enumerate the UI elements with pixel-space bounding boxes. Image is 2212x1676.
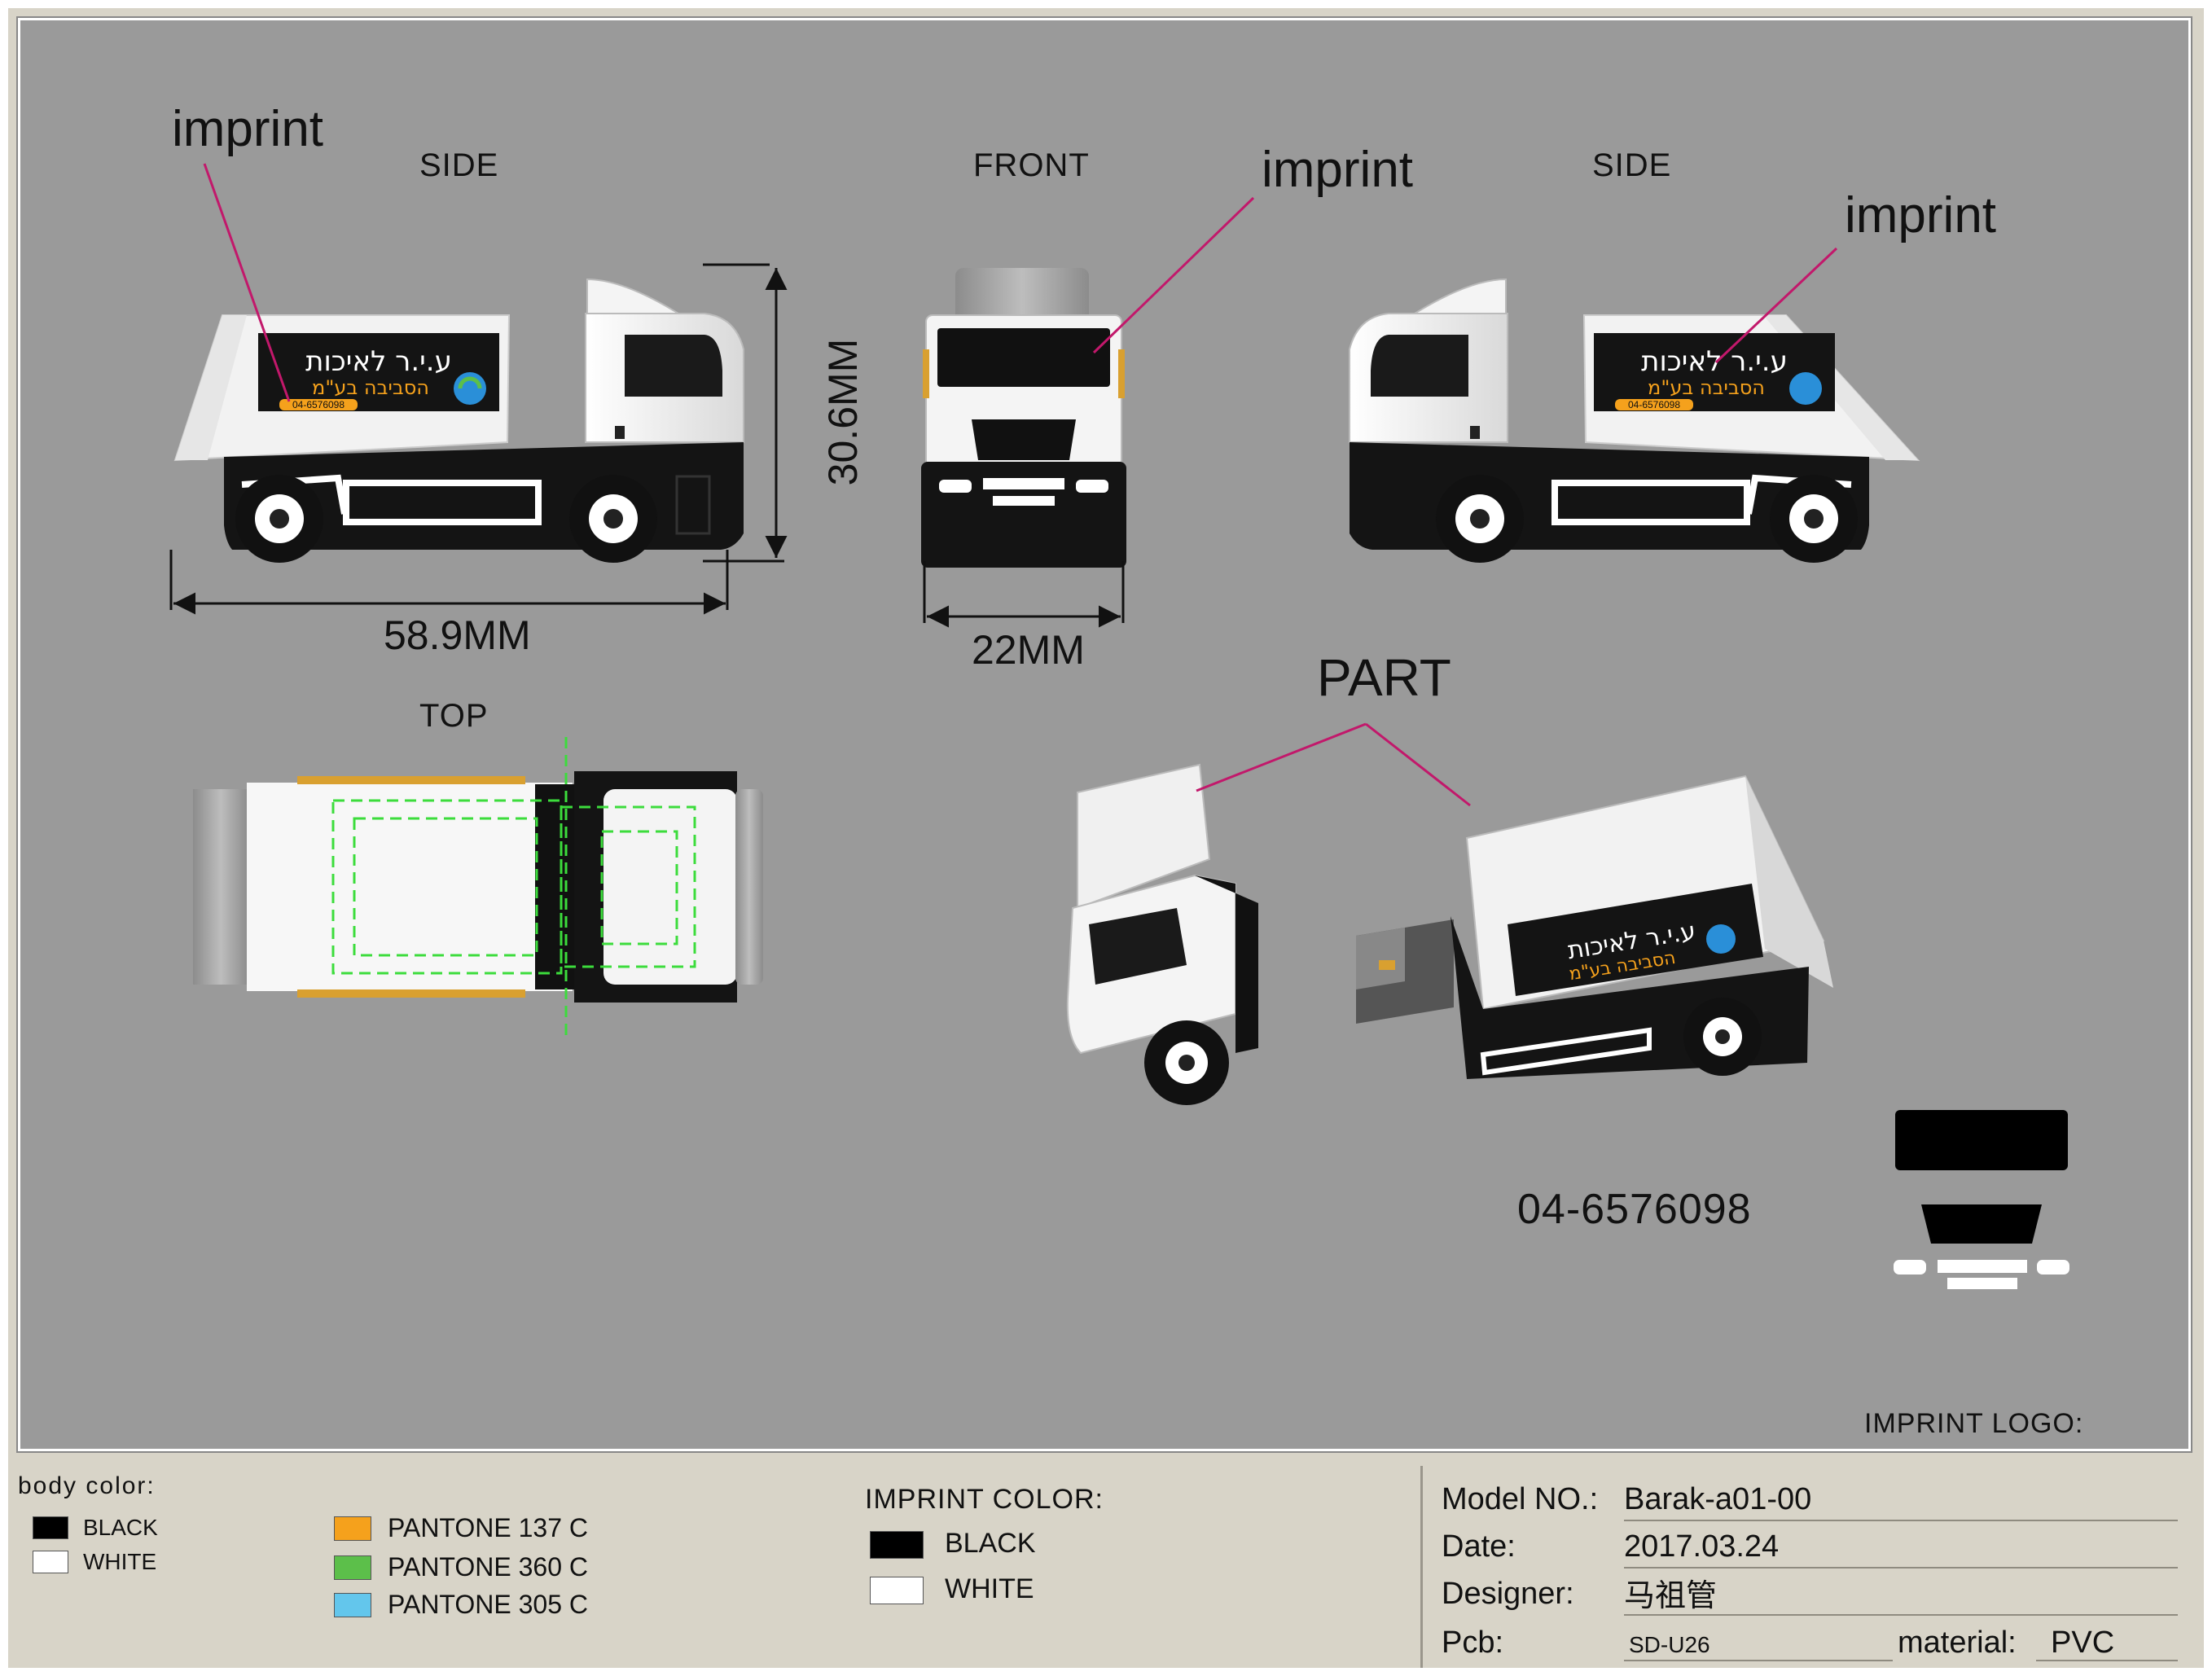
- part-label: PART: [1317, 648, 1451, 707]
- cab-window: [625, 335, 722, 397]
- side-view-right: ע.י.ר לאיכות הסביבה בע"מ 04-6576098: [1349, 247, 1920, 563]
- title-block: body color: BLACK WHITE PANTONE 137 C PA…: [8, 1466, 2204, 1668]
- pcb-label: Pcb:: [1442, 1626, 1504, 1660]
- imprint-label-2: imprint: [1262, 142, 1414, 198]
- imprint-swatch-white: [870, 1577, 924, 1604]
- body-color-black: BLACK: [83, 1515, 158, 1540]
- recycle-globe-icon: [1706, 924, 1736, 954]
- swatch-black: [33, 1516, 68, 1539]
- height-dimension: 30.6MM: [820, 338, 866, 486]
- date-value: 2017.03.24: [1624, 1529, 1780, 1564]
- top-view-title: TOP: [419, 698, 489, 734]
- imprint-logo-graphic: [1894, 1110, 2069, 1289]
- imprint-color-black: BLACK: [945, 1528, 1036, 1559]
- side-stripe: [343, 480, 542, 525]
- model-value: Barak-a01-00: [1624, 1482, 1812, 1516]
- front-view: [921, 196, 1255, 628]
- width-dimension: 22MM: [972, 627, 1085, 673]
- designer-label: Designer:: [1442, 1577, 1574, 1611]
- body-color-white: WHITE: [83, 1549, 157, 1574]
- imprint-label-3: imprint: [1845, 187, 1997, 244]
- part-spoiler: [1077, 763, 1211, 910]
- side-view-title-right: SIDE: [1592, 147, 1672, 183]
- panel-hebrew-2-right: הסביבה בע"מ: [1648, 376, 1765, 399]
- designer-value: 马祖管: [1624, 1577, 1718, 1613]
- swatch-white: [33, 1551, 68, 1573]
- swatch-pantone-305: [334, 1593, 371, 1617]
- recycle-globe-icon: [1789, 372, 1822, 405]
- imprint-swatch-black: [870, 1531, 924, 1559]
- panel-hebrew-1-right: ע.י.ר לאיכות: [1641, 345, 1788, 378]
- imprint-leader-3: [1714, 247, 1838, 364]
- imprint-leader-1: [203, 163, 291, 402]
- side-view-title-left: SIDE: [419, 147, 499, 183]
- imprint-logo-title: IMPRINT LOGO:: [1864, 1408, 2084, 1439]
- material-value: PVC: [2051, 1626, 2115, 1660]
- imprint-color-white: WHITE: [945, 1573, 1034, 1604]
- panel-phone-right: 04-6576098: [1628, 399, 1680, 410]
- imprint-leader-2: [1092, 196, 1255, 354]
- material-label: material:: [1898, 1626, 2017, 1660]
- imprint-color-title: IMPRINT COLOR:: [865, 1484, 1104, 1515]
- panel-hebrew-1: ע.י.ר לאיכות: [305, 345, 452, 378]
- grille: [972, 419, 1076, 460]
- front-roof: [955, 268, 1089, 327]
- swatch-pantone-137: [334, 1516, 371, 1541]
- pcb-value: SD-U26: [1629, 1632, 1710, 1657]
- swatch-pantone-360: [334, 1555, 371, 1580]
- pantone-305: PANTONE 305 C: [388, 1590, 589, 1619]
- cab-spoiler: [586, 278, 682, 314]
- model-label: Model NO.:: [1442, 1482, 1599, 1516]
- imprint-label-1: imprint: [172, 101, 324, 157]
- title-block-divider: [1420, 1466, 1423, 1668]
- technical-drawing: ע.י.ר לאיכות הסביבה בע"מ 04-6576098: [169, 163, 2069, 1289]
- top-view: [193, 737, 763, 1038]
- part-leader-left: [1196, 722, 1367, 792]
- front-view-title: FRONT: [973, 147, 1090, 183]
- windshield: [937, 328, 1110, 387]
- panel-phone: 04-6576098: [292, 399, 345, 410]
- front-bumper: [921, 462, 1126, 568]
- date-label: Date:: [1442, 1529, 1516, 1564]
- drawing-area: ע.י.ר לאיכות הסביבה בע"מ 04-6576098: [16, 16, 2192, 1453]
- usb-outline-dashed: [331, 737, 696, 1038]
- pantone-360: PANTONE 360 C: [388, 1552, 589, 1582]
- body-color-title: body color:: [18, 1472, 156, 1499]
- pantone-137: PANTONE 137 C: [388, 1513, 589, 1542]
- length-dimension: 58.9MM: [384, 612, 531, 658]
- cab-window-right: [1371, 335, 1468, 397]
- side-view-left: ע.י.ר לאיכות הסביבה בע"מ 04-6576098: [169, 163, 788, 615]
- imprint-phone: 04-6576098: [1517, 1186, 1752, 1233]
- part-imprint-panel: [1508, 884, 1763, 996]
- panel-hebrew-2: הסביבה בע"מ: [312, 376, 429, 399]
- part-view: ע.י.ר לאיכות הסביבה בע"מ: [1066, 722, 1833, 1105]
- part-leader-right: [1365, 722, 1471, 807]
